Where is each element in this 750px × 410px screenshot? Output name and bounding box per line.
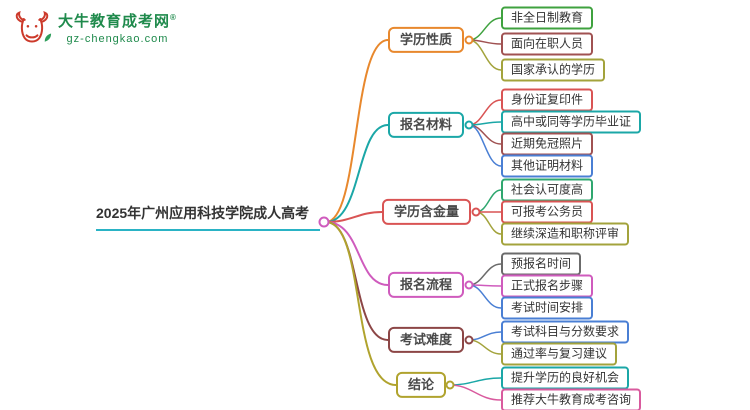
- leaf-node[interactable]: 高中或同等学历毕业证: [501, 110, 642, 134]
- leaf-node[interactable]: 其他证明材料: [501, 154, 594, 178]
- branch-connector-dot: [471, 207, 481, 217]
- leaf-node[interactable]: 考试科目与分数要求: [501, 320, 630, 344]
- leaf-node[interactable]: 正式报名步骤: [501, 274, 594, 298]
- link-branch-2-leaf-2: [475, 211, 502, 235]
- branch-application-process[interactable]: 报名流程: [388, 271, 465, 299]
- leaf-node[interactable]: 考试时间安排: [501, 296, 594, 320]
- leaf-node[interactable]: 近期免冠照片: [501, 132, 594, 156]
- link-branch-3-leaf-0: [468, 263, 502, 286]
- branch-connector-dot: [464, 120, 474, 130]
- logo-title: 大牛教育成考网®: [58, 10, 177, 31]
- registered-mark: ®: [170, 13, 177, 22]
- central-hub-dot: [318, 216, 330, 228]
- leaf-node[interactable]: 预报名时间: [501, 252, 582, 276]
- leaf-node[interactable]: 非全日制教育: [501, 6, 594, 30]
- leaf-node[interactable]: 继续深造和职称评审: [501, 222, 630, 246]
- link-central-branch-0: [325, 39, 389, 223]
- link-central-branch-3: [325, 221, 389, 286]
- leaf-node[interactable]: 推荐大牛教育成考咨询: [501, 388, 642, 410]
- link-central-branch-4: [325, 221, 389, 341]
- branch-degree-nature[interactable]: 学历性质: [388, 26, 465, 54]
- link-branch-1-leaf-2: [468, 124, 502, 145]
- branch-conclusion[interactable]: 结论: [396, 371, 447, 399]
- leaf-node[interactable]: 国家承认的学历: [501, 58, 606, 82]
- link-branch-1-leaf-0: [468, 99, 502, 126]
- leaf-node[interactable]: 可报考公务员: [501, 200, 594, 224]
- logo-title-text: 大牛教育成考网: [58, 13, 171, 30]
- leaf-node[interactable]: 面向在职人员: [501, 32, 594, 56]
- branch-connector-dot: [445, 380, 455, 390]
- link-branch-4-leaf-0: [468, 331, 502, 341]
- leaf-node[interactable]: 通过率与复习建议: [501, 342, 618, 366]
- link-central-branch-5: [325, 221, 397, 386]
- logo-text: 大牛教育成考网® gz-chengkao.com: [58, 10, 177, 45]
- branch-application-materials[interactable]: 报名材料: [388, 111, 465, 139]
- branch-degree-value[interactable]: 学历含金量: [382, 198, 472, 226]
- logo-domain: gz-chengkao.com: [66, 33, 169, 45]
- branch-connector-dot: [464, 35, 474, 45]
- branch-exam-difficulty[interactable]: 考试难度: [388, 326, 465, 354]
- leaf-node[interactable]: 身份证复印件: [501, 88, 594, 112]
- link-branch-5-leaf-0: [449, 377, 502, 386]
- link-branch-5-leaf-1: [449, 384, 502, 401]
- link-central-branch-1: [325, 124, 389, 223]
- leaf-node[interactable]: 提升学历的良好机会: [501, 366, 630, 390]
- central-topic[interactable]: 2025年广州应用科技学院成人高考: [96, 203, 320, 231]
- link-branch-1-leaf-3: [468, 124, 502, 167]
- bull-icon: [15, 10, 52, 43]
- link-branch-0-leaf-0: [468, 17, 502, 41]
- leaf-accent-icon: [44, 33, 52, 42]
- leaf-node[interactable]: 社会认可度高: [501, 178, 594, 202]
- link-branch-4-leaf-1: [468, 339, 502, 355]
- site-logo[interactable]: 大牛教育成考网® gz-chengkao.com: [12, 10, 177, 48]
- link-branch-3-leaf-2: [468, 284, 502, 309]
- branch-connector-dot: [464, 280, 474, 290]
- branch-connector-dot: [464, 335, 474, 345]
